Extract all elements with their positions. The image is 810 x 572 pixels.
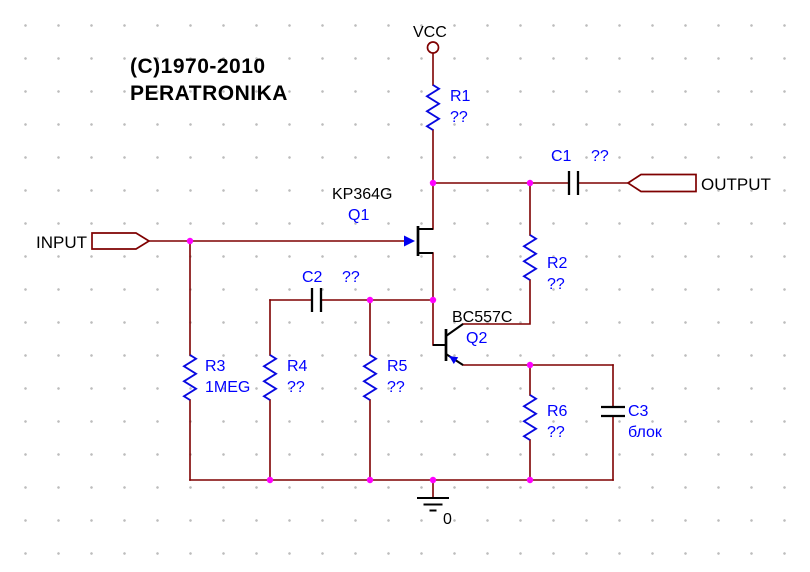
- output-port[interactable]: OUTPUT: [626, 173, 771, 195]
- ref-designator[interactable]: Q1: [348, 207, 369, 224]
- resistor-r1[interactable]: R1 ??: [425, 84, 471, 131]
- ref-designator[interactable]: R4: [287, 358, 308, 375]
- ref-designator[interactable]: Q2: [466, 330, 487, 347]
- part-value[interactable]: ??: [547, 424, 565, 441]
- jfet-gate-arrow-icon: [404, 235, 415, 247]
- copyright-note[interactable]: (C)1970-2010 PERATRONIKA: [130, 55, 288, 105]
- part-value[interactable]: блок: [628, 424, 663, 441]
- resistor-symbol[interactable]: [522, 394, 538, 441]
- part-value[interactable]: ??: [387, 379, 405, 396]
- ref-designator[interactable]: R6: [547, 403, 568, 420]
- ref-designator[interactable]: R1: [450, 88, 471, 105]
- part-number[interactable]: KP364G: [332, 186, 392, 203]
- transistor-q2[interactable]: BC557C Q2: [433, 309, 512, 366]
- junction-dot: [526, 179, 534, 187]
- bjt-emitter-arrow-icon: [449, 356, 459, 364]
- capacitor-c2[interactable]: C2 ??: [302, 269, 360, 312]
- ref-designator[interactable]: C3: [628, 403, 649, 420]
- part-value[interactable]: ??: [591, 148, 609, 165]
- input-port-symbol[interactable]: [91, 232, 151, 250]
- ref-designator[interactable]: R3: [205, 358, 226, 375]
- transistor-q1[interactable]: KP364G Q1: [332, 186, 433, 256]
- junction-layer: [186, 179, 534, 484]
- ref-designator[interactable]: C1: [551, 148, 572, 165]
- junction-dot: [526, 361, 534, 369]
- resistor-r2[interactable]: R2 ??: [522, 234, 568, 293]
- capacitor-c3[interactable]: C3 блок: [601, 403, 663, 441]
- ground-symbol[interactable]: 0: [417, 497, 452, 528]
- output-port-symbol[interactable]: [626, 173, 697, 193]
- junction-dot: [429, 476, 437, 484]
- copyright-line-1[interactable]: (C)1970-2010: [130, 55, 266, 78]
- resistor-r4[interactable]: R4 ??: [262, 354, 308, 401]
- ground-net-label[interactable]: 0: [443, 511, 452, 528]
- junction-dot: [526, 476, 534, 484]
- resistor-symbol[interactable]: [425, 84, 441, 131]
- output-port-label[interactable]: OUTPUT: [701, 175, 771, 194]
- vcc-label[interactable]: VCC: [413, 24, 447, 41]
- resistor-symbol[interactable]: [522, 234, 538, 281]
- resistor-symbol[interactable]: [362, 354, 378, 401]
- part-value[interactable]: ??: [547, 276, 565, 293]
- junction-dot: [429, 179, 437, 187]
- junction-dot: [366, 476, 374, 484]
- bjt-collector-lead: [445, 323, 464, 337]
- ref-designator[interactable]: R5: [387, 358, 408, 375]
- part-value[interactable]: ??: [287, 379, 305, 396]
- wire[interactable]: [462, 279, 531, 325]
- input-port[interactable]: INPUT: [36, 232, 151, 252]
- resistor-r6[interactable]: R6 ??: [522, 394, 568, 441]
- junction-dot: [429, 296, 437, 304]
- junction-dot: [186, 237, 194, 245]
- part-value[interactable]: 1MEG: [205, 379, 250, 396]
- part-value[interactable]: ??: [342, 269, 360, 286]
- resistor-r5[interactable]: R5 ??: [362, 354, 408, 401]
- ref-designator[interactable]: R2: [547, 255, 568, 272]
- ref-designator[interactable]: C2: [302, 269, 323, 286]
- part-number[interactable]: BC557C: [452, 309, 512, 326]
- input-port-label[interactable]: INPUT: [36, 233, 87, 252]
- resistor-symbol[interactable]: [182, 354, 198, 401]
- junction-dot: [266, 476, 274, 484]
- resistor-symbol[interactable]: [262, 354, 278, 401]
- vcc-terminal[interactable]: VCC: [413, 24, 447, 54]
- wire-layer[interactable]: [148, 52, 629, 499]
- part-value[interactable]: ??: [450, 109, 468, 126]
- vcc-pin-icon: [426, 41, 440, 54]
- resistor-r3[interactable]: R3 1MEG: [182, 354, 250, 401]
- capacitor-c1[interactable]: C1 ??: [551, 148, 609, 195]
- junction-dot: [366, 296, 374, 304]
- copyright-line-2[interactable]: PERATRONIKA: [130, 82, 288, 105]
